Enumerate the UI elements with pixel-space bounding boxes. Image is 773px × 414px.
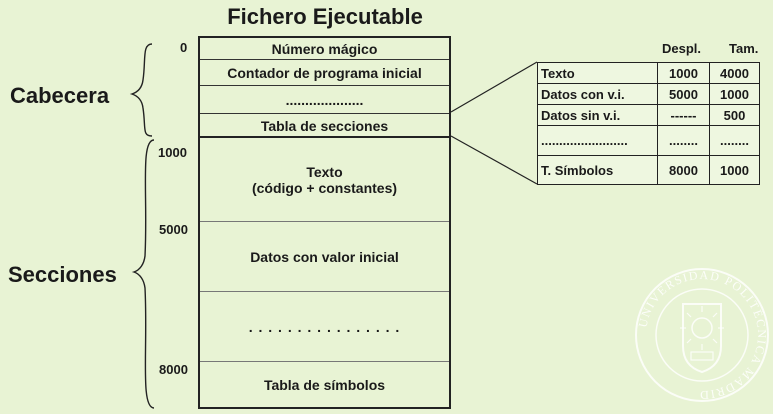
table-cell: T. Símbolos: [537, 155, 658, 185]
section-table: Texto 1000 4000 Datos con v.i. 5000 1000…: [537, 62, 760, 185]
executable-file-box: Número mágico Contador de programa inici…: [198, 36, 451, 409]
table-row: T. Símbolos 8000 1000: [537, 155, 760, 185]
table-cell: 8000: [657, 155, 710, 185]
header-brace: [129, 43, 153, 137]
table-row: Datos sin v.i. ------ 500: [537, 104, 760, 126]
table-row: Datos con v.i. 5000 1000: [537, 83, 760, 105]
offset-label: 5000: [159, 222, 188, 237]
diagram-title: Fichero Ejecutable: [227, 4, 423, 29]
section-block: Tabla de símbolos: [200, 362, 449, 407]
table-cell: 5000: [657, 83, 710, 105]
section-block: Datos con valor inicial: [200, 222, 449, 292]
header-field: Contador de programa inicial: [200, 60, 449, 86]
offset-label: 8000: [159, 362, 188, 377]
table-cell: 1000: [709, 83, 760, 105]
offset-label: 0: [180, 40, 188, 55]
section-block: Texto (código + constantes): [200, 138, 449, 222]
header-field: Tabla de secciones: [200, 114, 449, 138]
section-label: Texto: [306, 163, 343, 180]
header-field: Número mágico: [200, 38, 449, 60]
table-cell: ........: [657, 125, 710, 156]
table-cell: Datos sin v.i.: [537, 104, 658, 126]
table-cell: Texto: [537, 62, 658, 84]
column-header: Tam.: [729, 41, 759, 56]
table-row: ........................ ........ ......…: [537, 125, 760, 156]
header-field: ....................: [200, 86, 449, 114]
section-label: Datos con valor inicial: [250, 248, 399, 265]
table-cell: ------: [657, 104, 710, 126]
section-label: Tabla de símbolos: [263, 376, 386, 393]
table-row: Texto 1000 4000: [537, 62, 760, 84]
sections-brace: [131, 139, 155, 409]
section-label: . . . . . . . . . . . . . . . .: [248, 318, 401, 335]
table-cell: 500: [709, 104, 760, 126]
section-label: (código + constantes): [251, 179, 398, 196]
section-block: . . . . . . . . . . . . . . . .: [200, 292, 449, 362]
table-cell: 1000: [709, 155, 760, 185]
university-seal-logo: UNIVERSIDAD POLITÉCNICA MADRID: [635, 268, 769, 402]
column-header: Despl.: [662, 41, 702, 56]
table-cell: 4000: [709, 62, 760, 84]
header-group-label: Cabecera: [10, 83, 110, 108]
table-cell: Datos con v.i.: [537, 83, 658, 105]
offset-label: 1000: [158, 145, 187, 160]
table-cell: ........: [709, 125, 760, 156]
sections-group-label: Secciones: [8, 262, 117, 287]
table-cell: 1000: [657, 62, 710, 84]
table-cell: ........................: [537, 125, 658, 156]
